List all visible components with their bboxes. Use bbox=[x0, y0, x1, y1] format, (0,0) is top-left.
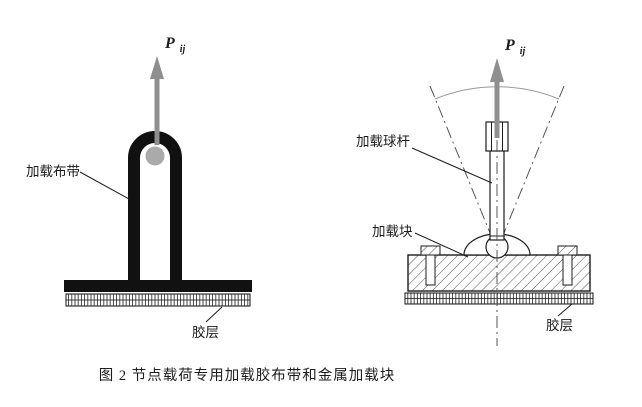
right-adhesive-leader-line bbox=[557, 303, 573, 317]
rod-label: 加载球杆 bbox=[356, 134, 410, 149]
figure-caption: 图 2 节点载荷专用加载胶布带和金属加载块 bbox=[99, 367, 396, 384]
loading-block bbox=[407, 254, 591, 292]
left-force-label: P ij bbox=[164, 35, 186, 55]
rod-leader-line bbox=[411, 147, 493, 184]
right-adhesive-layer bbox=[404, 292, 594, 305]
left-force-arrow-icon bbox=[150, 56, 164, 145]
left-bolt bbox=[420, 245, 441, 286]
right-diagram-loading-block: P ij 加载球杆 加载块 胶层 bbox=[356, 37, 594, 346]
block-label: 加载块 bbox=[372, 224, 413, 239]
left-adhesive-leader-line bbox=[205, 306, 223, 323]
right-adhesive-label: 胶层 bbox=[546, 317, 573, 333]
left-diagram-loading-strap: P ij 加载布带 胶层 bbox=[26, 35, 252, 340]
strap-leader-line bbox=[79, 171, 130, 200]
left-adhesive-layer bbox=[65, 293, 251, 307]
left-adhesive-label: 胶层 bbox=[192, 324, 219, 340]
strap-base-bar bbox=[64, 280, 252, 292]
strap-label: 加载布带 bbox=[26, 164, 80, 179]
loop-pin bbox=[145, 146, 165, 166]
right-force-arrow-icon bbox=[490, 58, 504, 138]
swing-line-right bbox=[496, 85, 565, 251]
right-force-label: P ij bbox=[504, 37, 526, 57]
swing-line-left bbox=[429, 85, 498, 251]
right-bolt bbox=[557, 245, 578, 286]
block-leader-line bbox=[414, 232, 469, 258]
